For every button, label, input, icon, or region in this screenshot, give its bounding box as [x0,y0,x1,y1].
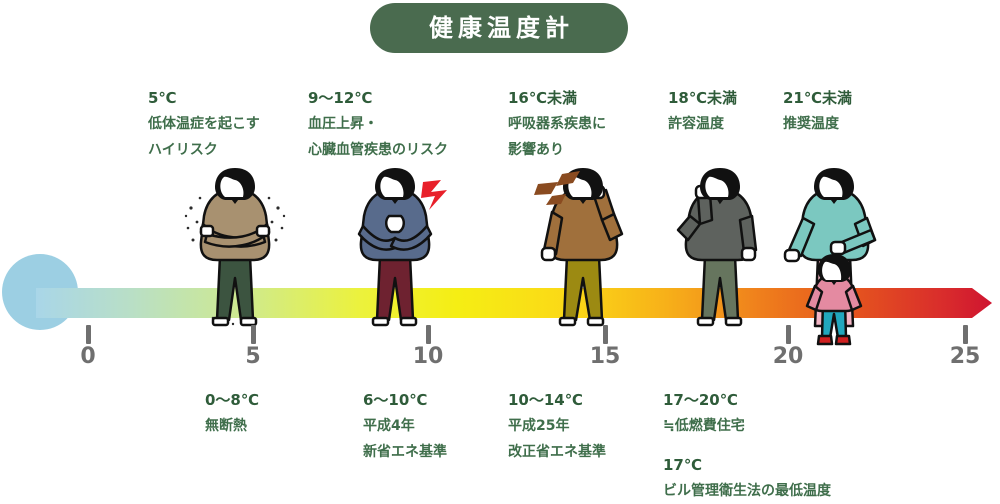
annotation-line: 改正省エネ基準 [508,444,606,460]
axis-tick-mark [786,325,791,344]
annotation-line: ≒低燃費住宅 [663,418,745,434]
annotation-block: 17〜20℃ ≒低燃費住宅 [663,387,745,439]
axis-tick-label: 5 [245,344,261,369]
figure-adult-and-child [783,168,899,350]
figure-coughing [528,168,640,343]
figure-chest-pain [345,168,457,343]
annotation-block: 9〜12℃ 血圧上昇・心臓血管疾患のリスク [308,85,448,163]
annotation-temperature: 5℃ [148,89,177,107]
annotation-block: 16℃未満呼吸器系疾患に影響あり [508,85,606,163]
annotation-temperature: 9〜12℃ [308,89,373,107]
annotation-line: 平成4年 [363,418,415,434]
annotation-temperature: 16℃未満 [508,89,578,107]
axis-tick-mark [426,325,431,344]
annotation-temperature: 10〜14℃ [508,391,583,409]
axis-tick-mark [963,325,968,344]
annotation-temperature: 17〜20℃ [663,391,738,409]
annotation-line: 無断熱 [205,418,247,434]
axis-tick-mark [86,325,91,344]
figure-cold-hugging [183,168,287,343]
annotation-line: 心臓血管疾患のリスク [308,142,448,158]
annotation-line: 許容温度 [668,116,724,132]
annotation-block: 5℃ 低体温症を起こすハイリスク [148,85,260,163]
annotation-line: 低体温症を起こす [148,116,260,132]
page-title-text: 健康温度計 [429,14,574,42]
figure-headache [668,168,772,343]
annotation-line: 血圧上昇・ [308,116,378,132]
annotation-block: 6〜10℃ 平成4年新省エネ基準 [363,387,447,465]
annotation-line: ハイリスク [148,142,218,158]
annotation-block: 18℃未満許容温度 [668,85,737,137]
annotation-line: 平成25年 [508,418,570,434]
annotation-temperature: 17℃ [663,456,703,474]
annotation-temperature: 18℃未満 [668,89,738,107]
annotation-line: 新省エネ基準 [363,444,447,460]
annotation-block: 0〜8℃ 無断熱 [205,387,259,439]
annotation-temperature: 6〜10℃ [363,391,428,409]
axis-tick-mark [251,325,256,344]
annotation-line: 呼吸器系疾患に [508,116,606,132]
annotation-block: 21℃未満推奨温度 [783,85,852,137]
annotation-temperature: 0〜8℃ [205,391,260,409]
axis-tick-label: 10 [412,344,444,369]
axis-tick-label: 0 [80,344,96,369]
annotation-block: 10〜14℃ 平成25年改正省エネ基準 [508,387,606,465]
annotation-temperature: 21℃未満 [783,89,853,107]
thermometer-bulb [2,254,78,330]
annotation-line: ビル管理衛生法の最低温度 [663,483,831,499]
annotation-block: 17℃ ビル管理衛生法の最低温度 [663,452,831,504]
axis-tick-label: 15 [589,344,621,369]
annotation-line: 影響あり [508,142,564,158]
annotation-line: 推奨温度 [783,116,839,132]
axis-tick-mark [603,325,608,344]
page-title: 健康温度計 [370,3,628,53]
axis-tick-label: 25 [949,344,981,369]
axis-tick-label: 20 [772,344,804,369]
